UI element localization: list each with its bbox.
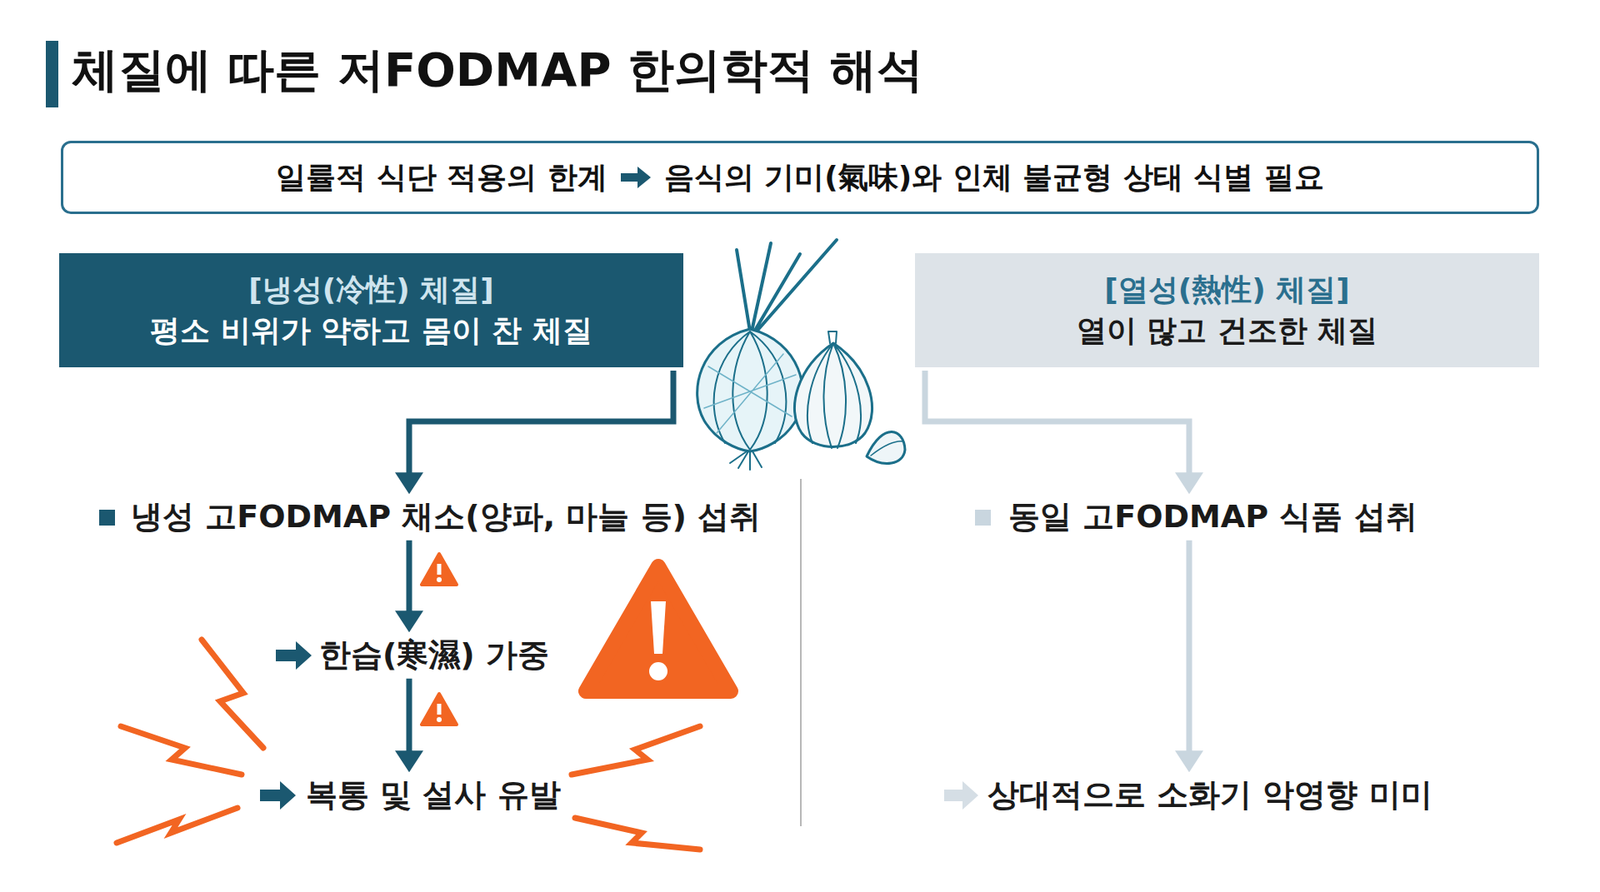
- flow-step: 한습(寒濕) 가중: [319, 635, 550, 676]
- connector-line: [925, 370, 1190, 475]
- node-text: 상대적으로 소화기 악영향 미미: [987, 776, 1433, 814]
- arrowhead: [1175, 472, 1204, 495]
- node-subtext: 음식의 기미(氣味)와 인체 불균형 상태 식별 필요: [664, 157, 1325, 199]
- connector-line: [406, 540, 413, 614]
- title-bar: [45, 40, 59, 108]
- flow-step: 냉성 고FODMAP 채소(양파, 마늘 등) 섭취: [130, 497, 761, 538]
- title-text: 체질에 따른 저FODMAP 한의학적 해석: [71, 41, 924, 98]
- divider-line: [800, 479, 802, 827]
- warning-icon-large: [585, 566, 731, 692]
- node-text: 한습(寒濕) 가중: [319, 636, 550, 674]
- arrowhead: [395, 610, 424, 633]
- warning-icon: [421, 554, 457, 585]
- flow-step: 동일 고FODMAP 식품 섭취: [1008, 497, 1418, 538]
- header-band: [냉성(冷性) 체질]평소 비위가 약하고 몸이 찬 체질: [59, 253, 684, 368]
- summary-box: 일률적 식단 적용의 한계 음식의 기미(氣味)와 인체 불균형 상태 식별 필요: [60, 140, 1540, 215]
- arrowhead: [1175, 750, 1204, 773]
- connector: [395, 540, 424, 634]
- connector-line: [406, 679, 413, 754]
- connector: [925, 370, 1204, 495]
- arrow-glyph: [944, 781, 979, 810]
- node-subtext: 열이 많고 건조한 체질: [1076, 310, 1379, 352]
- arrow-glyph-shape: [620, 166, 651, 189]
- connector-line: [1186, 540, 1193, 754]
- arrow-glyph: [260, 781, 296, 810]
- flow-step: 상대적으로 소화기 악영향 미미: [987, 775, 1433, 816]
- garlic-illustration: [794, 331, 905, 464]
- node-text: 냉성 고FODMAP 채소(양파, 마늘 등) 섭취: [130, 498, 761, 535]
- node-text: 동일 고FODMAP 식품 섭취: [1008, 498, 1418, 535]
- bullet-square: [975, 510, 991, 526]
- flow-step: 복통 및 설사 유발: [305, 775, 561, 816]
- bullet-square: [99, 510, 115, 526]
- connector: [395, 679, 424, 774]
- arrow-glyph: [275, 641, 312, 670]
- warning-icon: [421, 694, 457, 725]
- connector-line: [409, 370, 674, 475]
- header-band: [열성(熱性) 체질]열이 많고 건조한 체질: [915, 253, 1540, 368]
- arrowhead: [395, 750, 424, 773]
- connector: [1175, 540, 1204, 774]
- node-subtext: 평소 비위가 약하고 몸이 찬 체질: [150, 310, 593, 352]
- arrowhead: [395, 472, 424, 495]
- node-text: [열성(熱性) 체질]: [1104, 270, 1350, 311]
- arrow-glyph: [619, 165, 653, 190]
- node-text: [냉성(冷性) 체질]: [248, 270, 494, 311]
- connector: [395, 370, 674, 495]
- node-text: 일률적 식단 적용의 한계: [275, 157, 608, 199]
- node-text: 복통 및 설사 유발: [305, 776, 561, 814]
